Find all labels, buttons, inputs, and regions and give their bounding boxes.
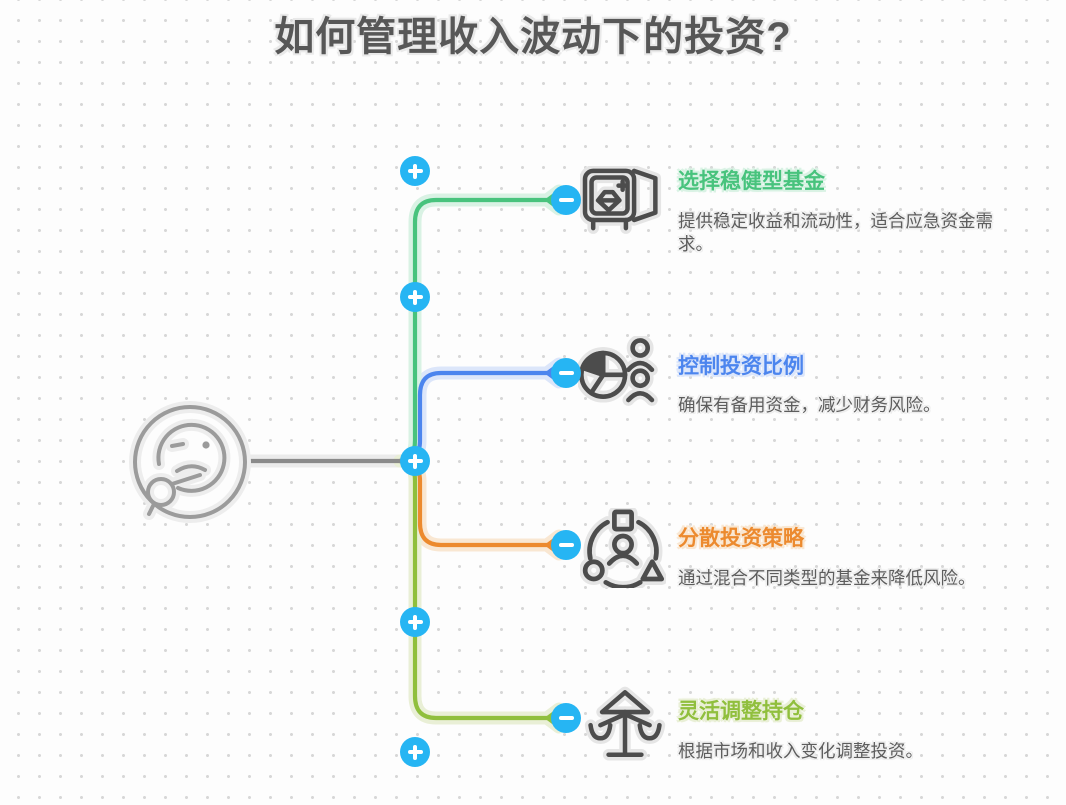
collapse-node-button-1[interactable] [551, 185, 581, 215]
branch-node-icon-4 [584, 686, 666, 766]
add-node-button-1[interactable] [400, 156, 430, 186]
add-node-button-center[interactable] [400, 446, 430, 476]
branch-title-1[interactable]: 选择稳健型基金 [678, 170, 825, 193]
collapse-node-button-4[interactable] [551, 703, 581, 733]
add-node-button-5[interactable] [400, 737, 430, 767]
branch-node-icon-3 [580, 508, 666, 588]
add-node-button-4[interactable] [400, 607, 430, 637]
collapse-node-button-3[interactable] [551, 530, 581, 560]
branch-description-4[interactable]: 根据市场和收入变化调整投资。 [678, 741, 923, 761]
balance-scale-icon [591, 692, 660, 754]
branch-title-3[interactable]: 分散投资策略 [678, 527, 804, 550]
branch-description-3[interactable]: 通过混合不同类型的基金来降低风险。 [678, 568, 976, 588]
branch-node-icon-2 [578, 336, 662, 412]
add-node-button-2[interactable] [400, 282, 430, 312]
center-topic-node[interactable] [135, 407, 245, 517]
page-title: 如何管理收入波动下的投资? [274, 15, 792, 59]
branch-node-icon-1 [580, 166, 662, 238]
branch-title-2[interactable]: 控制投资比例 [678, 355, 804, 378]
collapse-node-button-2[interactable] [551, 358, 581, 388]
branch-description-2[interactable]: 确保有备用资金，减少财务风险。 [678, 395, 941, 415]
branch-title-4[interactable]: 灵活调整持仓 [678, 700, 804, 723]
branch-description-1[interactable]: 提供稳定收益和流动性，适合应急资金需求。 [678, 211, 993, 255]
